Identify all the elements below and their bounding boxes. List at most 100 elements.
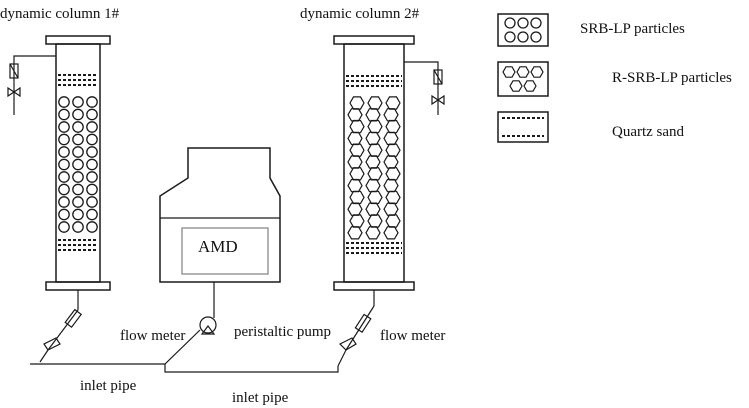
- particle-hexagon: [530, 66, 544, 78]
- particle-circle: [86, 221, 98, 233]
- particle-circle: [58, 158, 70, 171]
- particle-circle: [58, 146, 70, 158]
- column-2-bottom-flange: [333, 281, 415, 291]
- tank-label-box: [181, 227, 269, 275]
- particle-circle: [72, 146, 84, 158]
- particle-circle: [72, 183, 84, 196]
- flow-meter-left-icon: [64, 308, 83, 329]
- particle-circle: [86, 133, 98, 146]
- particle-circle: [72, 196, 84, 208]
- particle-hexagon: [383, 178, 399, 193]
- particle-hexagon: [385, 167, 401, 181]
- particle-circle: [86, 158, 98, 171]
- inlet-pipe-left-label: inlet pipe: [80, 378, 137, 394]
- column-2-quartz-sand-top: [346, 75, 402, 87]
- particle-circle: [86, 108, 98, 121]
- column-1-bottom-flange: [45, 281, 111, 291]
- particle-hexagon: [502, 66, 516, 78]
- dynamic-column-2: dynamic column 2#: [300, 6, 445, 367]
- particle-hexagon: [365, 155, 381, 169]
- particle-circle: [86, 196, 98, 208]
- particle-hexagon: [367, 190, 383, 205]
- particle-hexagon: [347, 108, 363, 122]
- particle-hexagon: [367, 143, 383, 157]
- amd-tank: AMD: [159, 147, 281, 283]
- flow-meter-left-label: flow meter: [120, 328, 185, 344]
- particle-circle: [58, 183, 70, 196]
- particle-hexagon: [383, 131, 399, 146]
- particle-hexagon: [383, 202, 399, 216]
- particle-circle: [72, 121, 84, 133]
- column-1-sample-valve: [7, 55, 56, 115]
- column-2-title: dynamic column 2#: [300, 6, 420, 22]
- column-2-body: [343, 43, 405, 283]
- legend-label-quartz-sand: Quartz sand: [612, 124, 685, 140]
- legend-item-srb-lp: SRB-LP particles: [497, 13, 685, 47]
- particle-hexagon: [385, 143, 401, 157]
- particle-hexagon: [349, 143, 365, 157]
- column-1-outlet-flow-meter: [39, 290, 83, 363]
- particle-hexagon: [347, 131, 363, 146]
- particle-circle: [72, 221, 84, 233]
- particle-hexagon: [367, 96, 383, 110]
- particle-hexagon: [385, 214, 401, 228]
- particle-circle: [72, 208, 84, 221]
- legend-hexagons-swatch: [497, 61, 549, 97]
- particle-hexagon: [523, 80, 537, 92]
- piping: [30, 282, 339, 373]
- particle-hexagon: [367, 167, 383, 181]
- particle-circle: [58, 96, 70, 108]
- peristaltic-pump-label: peristaltic pump: [234, 324, 331, 340]
- column-2-r-srb-lp-particles: [347, 96, 401, 240]
- particle-hexagon: [385, 119, 401, 134]
- column-2-sample-valve: [404, 61, 445, 115]
- particle-circle: [86, 171, 98, 183]
- particle-circle: [58, 108, 70, 121]
- tank-label: AMD: [198, 237, 238, 256]
- particle-hexagon: [349, 96, 365, 110]
- column-1-srb-lp-particles: [58, 96, 98, 233]
- particle-circle: [58, 221, 70, 233]
- column-2-outlet-flow-meter: [337, 290, 375, 367]
- particle-circle: [58, 196, 70, 208]
- legend-item-r-srb-lp: R-SRB-LP particles: [497, 61, 732, 97]
- particle-circle: [58, 208, 70, 221]
- particle-circle: [72, 108, 84, 121]
- particle-circle: [72, 158, 84, 171]
- column-1-title: dynamic column 1#: [0, 6, 120, 22]
- inlet-pipe-center: [164, 364, 339, 373]
- legend: SRB-LP particles R-SRB-LP particles Quar…: [497, 13, 732, 143]
- particle-circle: [58, 171, 70, 183]
- particle-hexagon: [365, 131, 381, 146]
- particle-hexagon: [367, 119, 383, 134]
- particle-circle: [86, 208, 98, 221]
- particle-circle: [72, 171, 84, 183]
- particle-hexagon: [347, 226, 363, 240]
- particle-hexagon: [385, 190, 401, 205]
- particle-circle: [86, 146, 98, 158]
- flow-meter-right-icon: [354, 313, 372, 334]
- particle-hexagon: [349, 214, 365, 228]
- inlet-pipe-center-label: inlet pipe: [232, 390, 289, 406]
- valve-left-icon: [43, 337, 61, 351]
- particle-hexagon: [349, 190, 365, 205]
- particle-hexagon: [365, 178, 381, 193]
- particle-circle: [72, 133, 84, 146]
- particle-hexagon: [365, 108, 381, 122]
- valve-right-icon: [338, 337, 357, 351]
- particle-hexagon: [347, 178, 363, 193]
- particle-hexagon: [349, 119, 365, 134]
- column-2-quartz-sand-bottom: [346, 242, 402, 254]
- legend-label-srb-lp: SRB-LP particles: [580, 21, 685, 37]
- particle-hexagon: [516, 66, 530, 78]
- peristaltic-pump-icon: [199, 316, 217, 334]
- column-1-top-flange: [45, 35, 111, 45]
- legend-circles-swatch: [497, 13, 549, 47]
- column-1-quartz-sand-bottom: [58, 239, 98, 251]
- particle-circle: [86, 121, 98, 133]
- particle-hexagon: [365, 202, 381, 216]
- particle-circle: [86, 96, 98, 108]
- particle-circle: [86, 183, 98, 196]
- particle-hexagon: [383, 226, 399, 240]
